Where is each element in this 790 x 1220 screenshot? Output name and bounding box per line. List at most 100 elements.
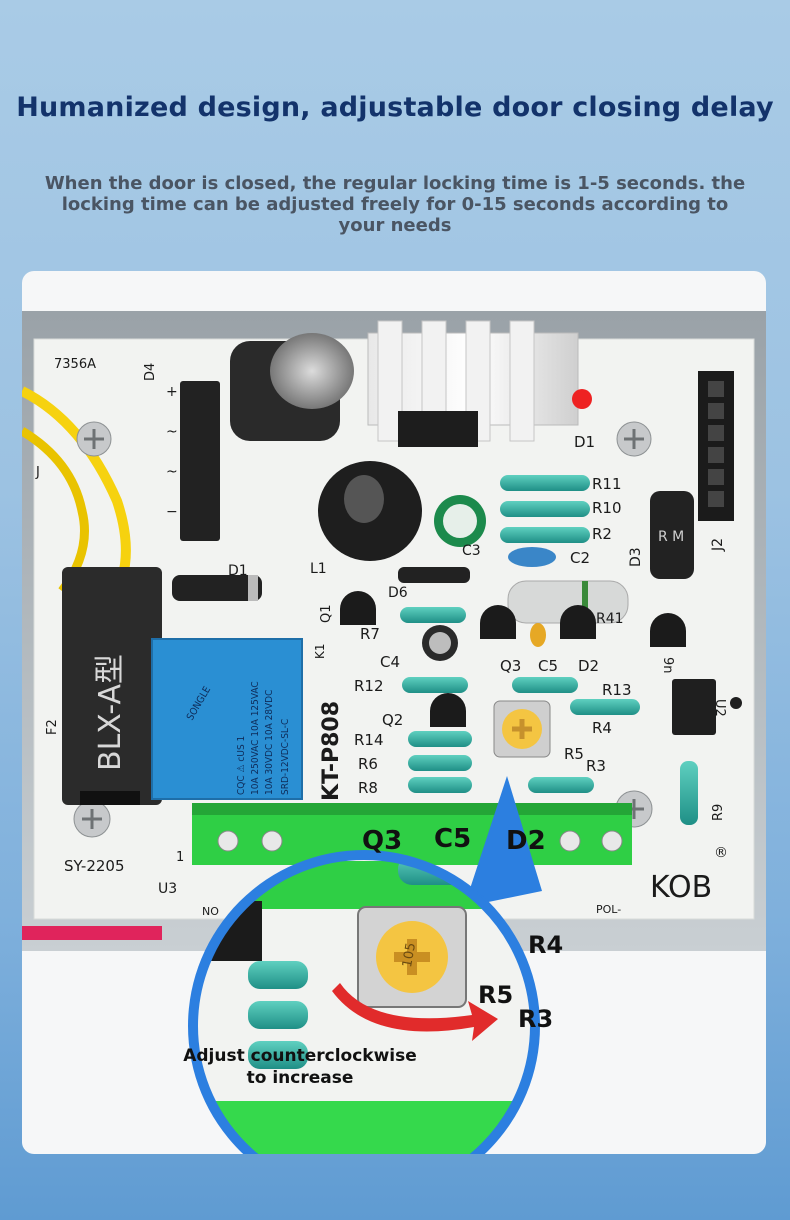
- silk-r2: R2: [592, 525, 612, 543]
- silk-c4: C4: [380, 653, 400, 671]
- silk-k1: K1: [313, 643, 327, 659]
- zoom-pointer: [464, 776, 542, 907]
- capacitor-yellow: [530, 623, 546, 647]
- silk-d3: D3: [628, 547, 644, 567]
- diode-d6: [398, 567, 470, 583]
- zoom-instruction-line1: Adjust counterclockwise: [183, 1046, 417, 1066]
- silk-d3-mark: R M: [658, 529, 684, 545]
- silk-model: KT-P808: [319, 701, 344, 801]
- silk-r9: R9: [711, 804, 726, 821]
- capacitor-c2: [508, 547, 556, 567]
- silk-j2: J2: [710, 538, 726, 552]
- silk-f2: F2: [45, 719, 60, 735]
- silk-r14: R14: [354, 731, 384, 749]
- zoom-label-q3: Q3: [362, 826, 402, 856]
- counterclockwise-arrow-icon: [332, 983, 498, 1041]
- capacitor-c5: [512, 677, 578, 693]
- silk-q1: Q1: [319, 604, 334, 623]
- silk-r10: R10: [592, 499, 622, 517]
- silk-terminal-pol: POL-: [596, 903, 621, 916]
- zoom-label-d2: D2: [506, 826, 546, 856]
- brand-logo: KOB: [650, 870, 712, 905]
- silk-d6: D6: [388, 585, 408, 601]
- brand-registered: ®: [714, 845, 728, 861]
- fuse-holder-f2: [62, 567, 162, 805]
- transistor-u6: [650, 613, 686, 647]
- resistor-r9: [680, 761, 698, 825]
- resistor-r8: [408, 777, 472, 793]
- relay-marks: CQC ⚠ cUS 1: [236, 736, 247, 795]
- svg-text:+: +: [166, 384, 178, 400]
- heatsink: [367, 320, 579, 447]
- silk-pin1: 1: [176, 850, 184, 865]
- resistor-r14: [408, 731, 472, 747]
- silk-u6: 9n: [660, 657, 675, 674]
- headline: Humanized design, adjustable door closin…: [16, 92, 774, 123]
- zoom-label-c5: C5: [434, 824, 471, 854]
- silk-u2: U2: [712, 699, 727, 717]
- relay-songle: [151, 638, 303, 800]
- silk-u3: U3: [158, 881, 177, 897]
- silk-l1: L1: [310, 561, 327, 577]
- pcb-illustration: + ~ ~ −: [22, 311, 766, 1154]
- svg-text:−: −: [166, 504, 178, 520]
- silk-r5: R5: [564, 745, 584, 763]
- zoom-label-r5: R5: [478, 981, 513, 1009]
- silk-r41: R41: [596, 611, 624, 627]
- transistor-q3: [480, 605, 516, 639]
- subtext: When the door is closed, the regular loc…: [44, 173, 746, 236]
- diode-d1: [172, 575, 262, 601]
- resistor-group-r11-r10-r2: [500, 475, 590, 543]
- silk-serial: SY-2205: [64, 857, 125, 875]
- resistor-r7: [400, 607, 466, 623]
- diode-d3: [650, 491, 694, 579]
- yellow-wire-2: [22, 427, 89, 594]
- silk-r12: R12: [354, 677, 384, 695]
- silk-r3: R3: [586, 757, 606, 775]
- resistor-r12: [402, 677, 468, 693]
- screw-bottom-left: [73, 800, 111, 838]
- trimpot-r5: [493, 700, 551, 758]
- transistor-q2: [430, 693, 466, 727]
- silk-q2: Q2: [382, 711, 403, 729]
- screw-top-left: [76, 421, 112, 457]
- silk-q3: Q3: [500, 657, 521, 675]
- resistor-r4: [570, 699, 640, 715]
- bridge-rectifier-d4: [180, 381, 220, 541]
- ic-u2: [672, 679, 716, 735]
- svg-text:~: ~: [166, 464, 178, 480]
- silk-r11: R11: [592, 475, 622, 493]
- silk-r13: R13: [602, 681, 632, 699]
- silk-c3: C3: [462, 543, 481, 559]
- screw-top-right: [616, 421, 652, 457]
- product-photo-card: + ~ ~ −: [22, 271, 766, 1154]
- silk-terminal-no: NO: [202, 905, 219, 918]
- zoom-pot-code: 105: [400, 942, 419, 969]
- relay-line1: 10A 250VAC 10A 125VAC: [250, 681, 261, 795]
- silk-d2: D2: [578, 657, 599, 675]
- silk-c2: C2: [570, 549, 590, 567]
- silk-c5: C5: [538, 657, 558, 675]
- relay-line3: SRD-12VDC-SL-C: [280, 719, 291, 795]
- silk-r6: R6: [358, 755, 378, 773]
- transistor-q1: [340, 591, 376, 625]
- silk-d4: D4: [143, 363, 158, 381]
- silk-r7: R7: [360, 625, 380, 643]
- resistor-r3: [528, 777, 594, 793]
- fuse-label: BLX-A型: [93, 654, 128, 771]
- zoom-callout: Q3 C5 D2 R4 R5 R3 105 Adjust countercloc…: [183, 776, 563, 1154]
- relay-line2: 10A 30VDC 10A 28VDC: [264, 690, 275, 795]
- svg-text:~: ~: [166, 424, 178, 440]
- silk-d1-led: D1: [574, 433, 595, 451]
- zoom-label-r4: R4: [528, 931, 563, 959]
- zoom-instruction-line2: to increase: [247, 1068, 354, 1088]
- led-red: [572, 389, 592, 409]
- resistor-r6: [408, 755, 472, 771]
- transistor-right: [560, 605, 596, 639]
- zoom-label-r3: R3: [518, 1005, 553, 1033]
- silk-r4: R4: [592, 719, 612, 737]
- silk-board-id: 7356A: [54, 357, 96, 372]
- silk-r8: R8: [358, 779, 378, 797]
- red-wire: [22, 926, 162, 940]
- silk-j: J: [35, 465, 40, 480]
